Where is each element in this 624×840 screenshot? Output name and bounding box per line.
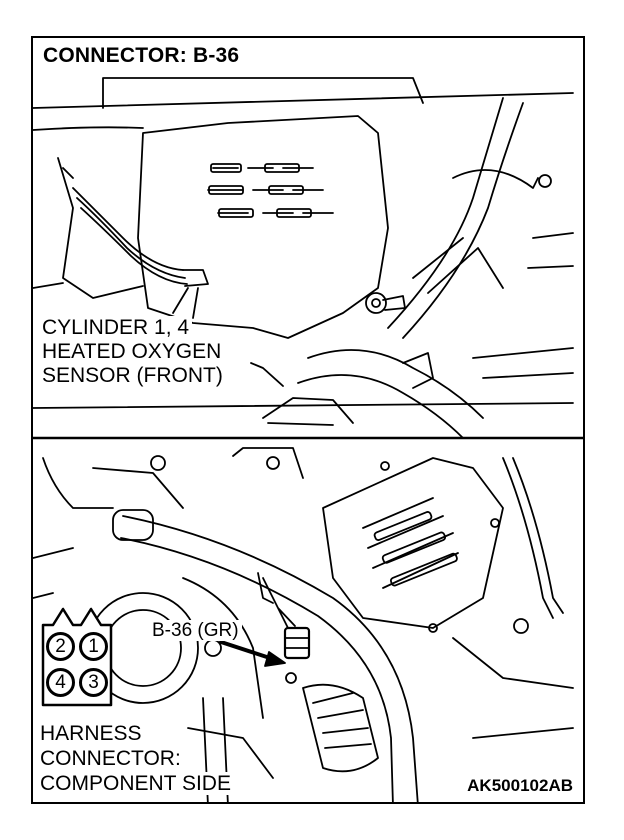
harness-label-line-1: HARNESS [37, 722, 145, 745]
pin-4: 4 [46, 668, 75, 697]
pin-2: 2 [46, 632, 75, 661]
figure-frame: CONNECTOR: B-36 CYLINDER 1, 4 HEATED OXY… [31, 36, 585, 804]
pin-3: 3 [79, 668, 108, 697]
bottom-leader-line [187, 727, 274, 779]
bottom-engine-drawing [33, 447, 574, 802]
sensor-label-line-1: CYLINDER 1, 4 [39, 316, 193, 339]
engine-illustration [33, 77, 583, 802]
top-leader-line [250, 362, 284, 387]
pin-face-diagram: 2 1 4 3 [41, 603, 113, 707]
top-engine-drawing [33, 77, 574, 439]
pin-1: 1 [79, 632, 108, 661]
pointer-arrowhead [264, 651, 286, 667]
connector-title: CONNECTOR: B-36 [43, 44, 240, 67]
sensor-label-line-2: HEATED OXYGEN [39, 340, 225, 363]
sensor-label-line-3: SENSOR (FRONT) [39, 364, 226, 387]
harness-label-line-2: CONNECTOR: [37, 747, 184, 770]
figure-code: AK500102AB [465, 776, 575, 796]
harness-label-line-3: COMPONENT SIDE [37, 772, 234, 795]
connector-callout: B-36 (GR) [149, 620, 242, 641]
